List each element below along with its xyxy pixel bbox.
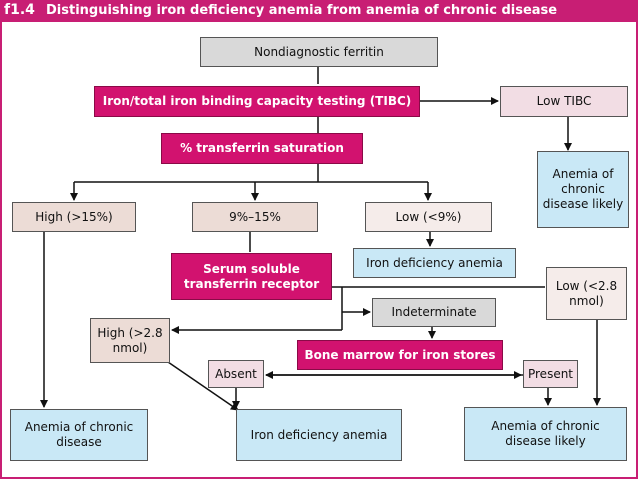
- node-iron-def-anemia-mid: Iron deficiency anemia: [353, 248, 516, 278]
- node-nondiagnostic-ferritin: Nondiagnostic ferritin: [200, 37, 438, 67]
- node-high-15: High (>15%): [12, 202, 136, 232]
- node-9-15: 9%–15%: [192, 202, 318, 232]
- node-tibc-testing: Iron/total iron binding capacity testing…: [94, 86, 420, 117]
- node-low-tibc: Low TIBC: [500, 86, 628, 117]
- node-bone-marrow: Bone marrow for iron stores: [297, 340, 503, 370]
- node-low-9: Low (<9%): [365, 202, 492, 232]
- node-absent: Absent: [208, 360, 264, 388]
- node-present: Present: [523, 360, 578, 388]
- figure-number: f1.4: [4, 2, 35, 18]
- node-serum-soluble-receptor: Serum soluble transferrin receptor: [171, 253, 332, 300]
- figure-title: Distinguishing iron deficiency anemia fr…: [46, 3, 558, 18]
- node-low-2-8: Low (<2.8 nmol): [546, 267, 627, 320]
- node-iron-def-anemia-bottom: Iron deficiency anemia: [236, 409, 402, 461]
- node-transferrin-saturation: % transferrin saturation: [161, 133, 363, 164]
- figure-header: f1.4 Distinguishing iron deficiency anem…: [0, 0, 638, 22]
- node-anemia-chronic-likely-bottom-right: Anemia of chronic disease likely: [464, 407, 627, 461]
- node-indeterminate: Indeterminate: [372, 298, 496, 327]
- node-high-2-8: High (>2.8 nmol): [90, 318, 170, 363]
- node-anemia-chronic-likely-right: Anemia of chronic disease likely: [537, 151, 629, 228]
- arrow-high-2-8-to-ida: [167, 361, 239, 411]
- node-anemia-chronic-bottom-left: Anemia of chronic disease: [10, 409, 148, 461]
